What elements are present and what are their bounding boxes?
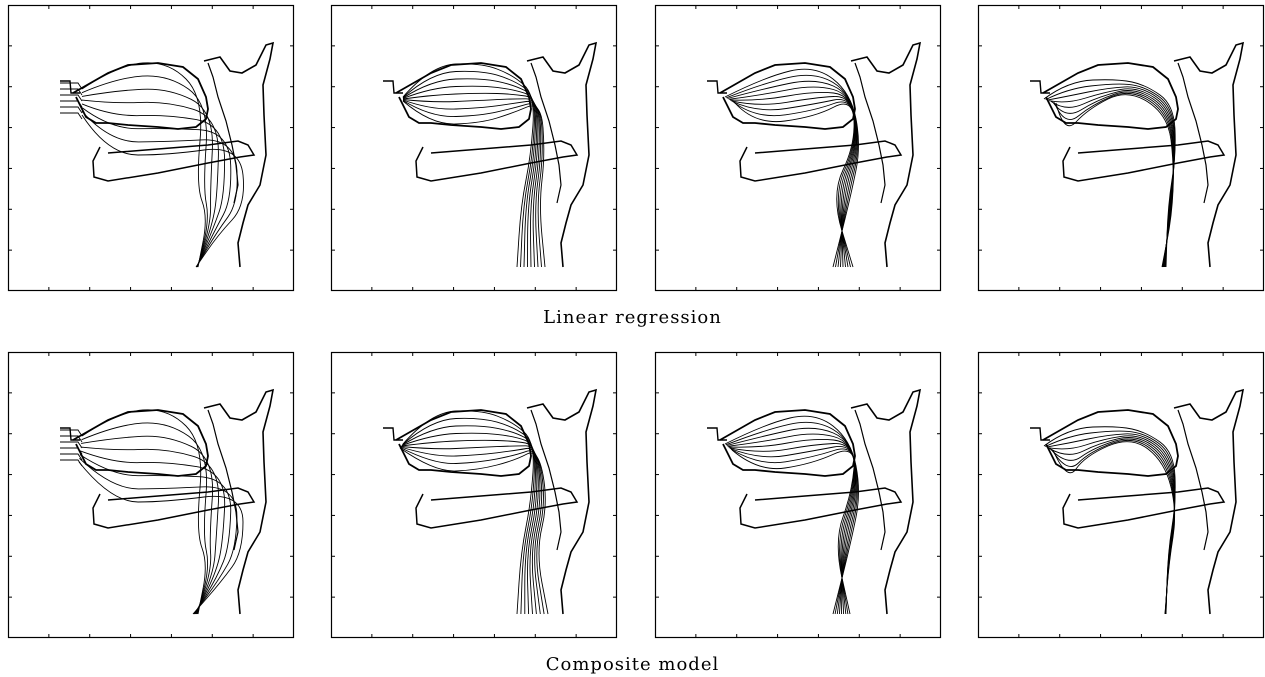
tongue-contour <box>403 93 538 267</box>
panel-composite-model-2 <box>331 352 617 638</box>
tongue-contour <box>1050 439 1174 614</box>
tongue-contour <box>726 75 857 267</box>
nasal-outline <box>204 43 273 267</box>
jaw-outline <box>1063 488 1224 528</box>
jaw-outline <box>740 141 901 181</box>
lip-contour <box>60 107 82 113</box>
jaw-outline <box>416 141 577 181</box>
lip-contour <box>60 442 82 448</box>
tongue-contour <box>79 462 243 614</box>
nasal-outline <box>851 43 920 267</box>
tract-drawing <box>707 43 920 267</box>
tongue-contour <box>82 115 244 267</box>
tongue-contour <box>401 446 540 614</box>
plot-frame <box>979 353 1264 638</box>
jaw-outline <box>93 141 254 181</box>
pharynx-wall <box>855 63 885 203</box>
tract-drawing <box>383 390 596 614</box>
pharynx-wall <box>1178 63 1208 203</box>
tongue-contour <box>1053 442 1175 614</box>
tract-drawing <box>60 390 273 614</box>
lip-contour <box>60 454 82 460</box>
palate-outline <box>396 63 531 129</box>
nasal-outline <box>851 390 920 614</box>
lip-contour <box>60 113 82 119</box>
tract-drawing <box>707 390 920 614</box>
lip-contour <box>60 95 82 101</box>
pharynx-wall <box>1178 410 1208 550</box>
panel-composite-model-4 <box>978 352 1264 638</box>
row-caption-composite-model: Composite model <box>0 654 1265 675</box>
plot-frame <box>9 353 294 638</box>
jaw-outline <box>1063 141 1224 181</box>
tongue-contour <box>729 439 856 614</box>
panel-linear-regression-1 <box>8 5 294 291</box>
plot-frame <box>9 6 294 291</box>
vocal-tract-plot <box>655 352 941 638</box>
palate-outline <box>396 410 531 476</box>
palate-outline <box>73 410 208 476</box>
palate-outline <box>73 63 208 129</box>
vocal-tract-plot <box>655 5 941 291</box>
tongue-contour <box>402 426 535 614</box>
jaw-outline <box>740 488 901 528</box>
panel-linear-regression-4 <box>978 5 1264 291</box>
tongue-contour <box>400 448 544 615</box>
tongue-contour <box>725 69 859 267</box>
vocal-tract-plot <box>978 5 1264 291</box>
plot-frame <box>656 6 941 291</box>
tongue-contour <box>728 81 857 267</box>
tongue-contour <box>82 423 208 614</box>
panel-linear-regression-2 <box>331 5 617 291</box>
tongue-contour <box>730 446 854 614</box>
plot-frame <box>332 353 617 638</box>
tongue-contour <box>726 422 858 614</box>
tract-drawing <box>1030 390 1243 614</box>
tongue-contour <box>733 99 855 267</box>
tract-drawing <box>383 43 596 267</box>
tongue-contour <box>1052 440 1175 614</box>
pharynx-wall <box>855 410 885 550</box>
vocal-tract-plot <box>8 352 294 638</box>
tract-drawing <box>60 43 273 267</box>
tongue-contour <box>402 433 537 614</box>
vocal-tract-plot <box>331 5 617 291</box>
tongue-contour <box>403 86 537 267</box>
tongue-contour <box>727 428 857 614</box>
tongue-contour <box>82 111 237 267</box>
plot-frame <box>656 353 941 638</box>
tongue-contour <box>731 96 855 267</box>
lip-contour <box>60 460 82 466</box>
plot-frame <box>979 6 1264 291</box>
tongue-contour <box>80 455 231 614</box>
tongue-contour <box>729 443 854 614</box>
tongue-contour <box>725 416 859 614</box>
panel-composite-model-3 <box>655 352 941 638</box>
jaw-outline <box>416 488 577 528</box>
tongue-contour <box>82 76 207 267</box>
panel-composite-model-1 <box>8 352 294 638</box>
vocal-tract-plot <box>978 352 1264 638</box>
plot-frame <box>332 6 617 291</box>
panel-linear-regression-3 <box>655 5 941 291</box>
tongue-contour <box>1056 95 1173 267</box>
tongue-contour <box>402 440 539 614</box>
vocal-tract-plot <box>331 352 617 638</box>
vocal-tract-plot <box>8 5 294 291</box>
tongue-contour <box>1054 93 1173 267</box>
tract-drawing <box>1030 43 1243 267</box>
nasal-outline <box>1174 390 1243 614</box>
nasal-outline <box>1174 43 1243 267</box>
row-caption-linear-regression: Linear regression <box>0 307 1265 328</box>
